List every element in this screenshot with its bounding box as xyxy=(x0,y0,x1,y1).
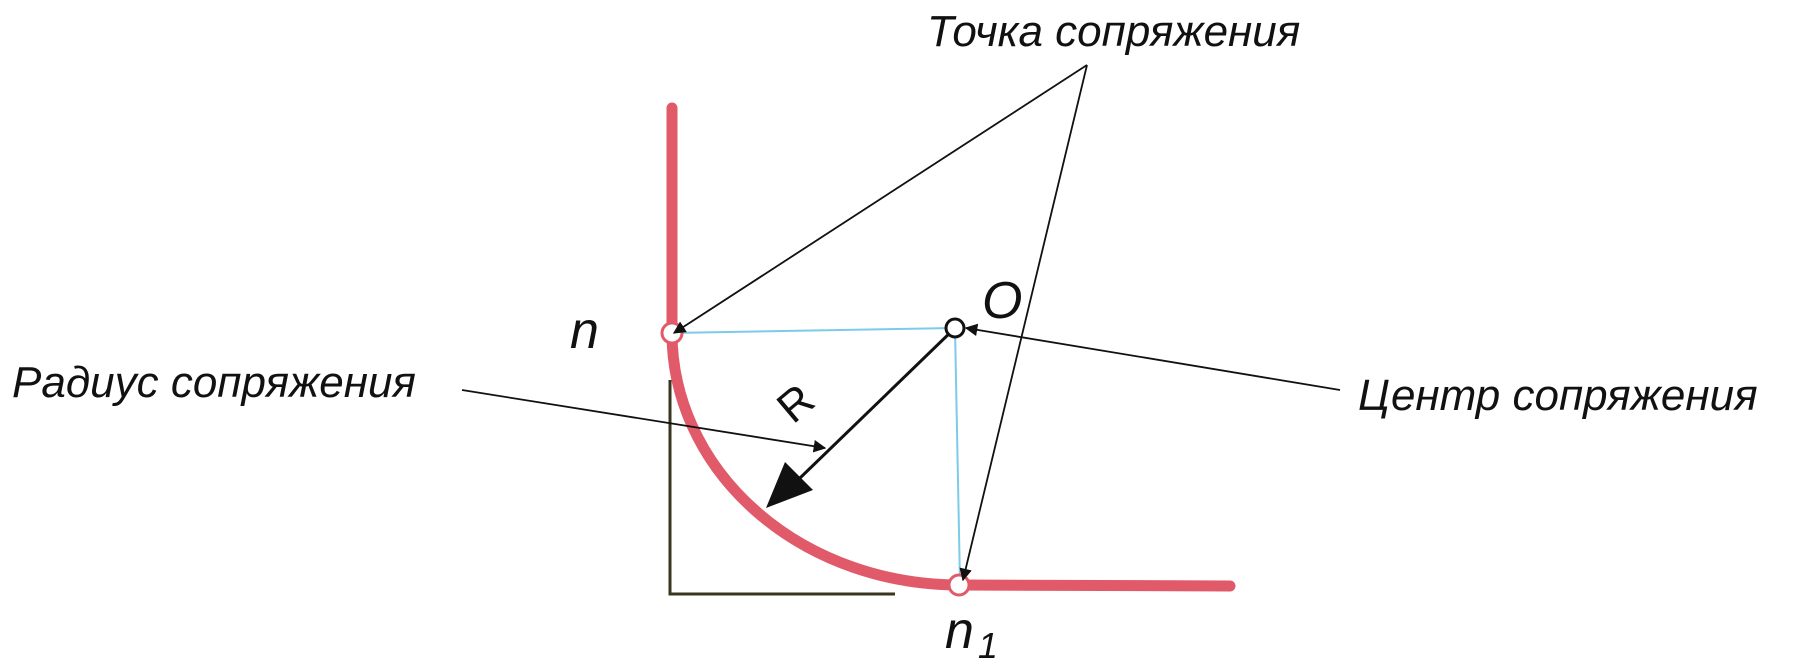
label-point-n1-main: n xyxy=(945,602,974,660)
pointer-radius xyxy=(461,389,827,453)
label-point-n: n xyxy=(570,302,599,360)
label-fillet-center: Центр сопряжения xyxy=(1358,371,1758,420)
radius-arrow-line xyxy=(798,326,957,480)
tangent-point-n-marker xyxy=(660,321,684,345)
radius-arrowhead xyxy=(766,462,813,508)
pointer-tangent-n xyxy=(672,64,1088,334)
label-point-n1-subscript: 1 xyxy=(978,625,998,663)
fillet-curve xyxy=(666,102,1236,592)
label-tangent-points: Точка сопряжения xyxy=(927,7,1300,56)
pointer-tangent-n1 xyxy=(959,64,1088,582)
tangent-point-n1-marker xyxy=(947,573,971,597)
construction-line-top xyxy=(671,327,956,334)
pointer-center xyxy=(964,323,1341,391)
corner-lines xyxy=(668,380,895,596)
label-center-o: O xyxy=(982,272,1022,330)
construction-line-right xyxy=(954,327,961,584)
center-o-marker xyxy=(944,317,966,339)
label-fillet-radius: Радиус сопряжения xyxy=(12,358,416,407)
label-radius-r: R xyxy=(768,375,824,433)
